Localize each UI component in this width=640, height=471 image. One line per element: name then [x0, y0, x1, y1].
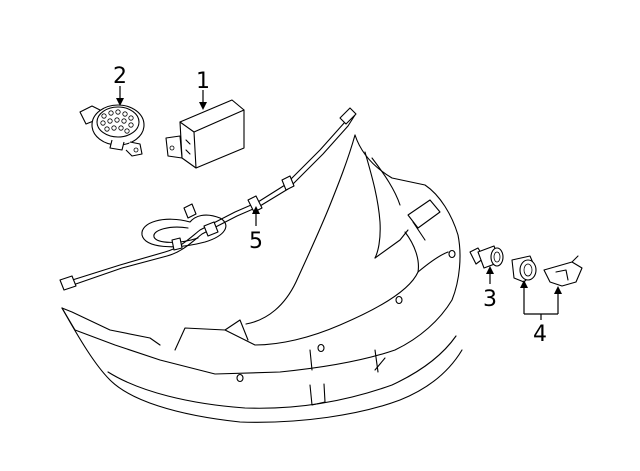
callout-4: 4 [533, 322, 547, 347]
control-module-icon [165, 99, 245, 169]
callout-3-arrow [486, 266, 494, 284]
sensor-bracket-icon [511, 255, 583, 287]
bumper-cover-icon [61, 134, 463, 423]
callout-2: 2 [113, 64, 127, 89]
callout-5: 5 [249, 229, 263, 254]
speaker-icon [79, 104, 145, 157]
callout-1-arrow [199, 90, 207, 110]
callout-2-arrow [116, 86, 124, 106]
sensor-icon [469, 245, 504, 269]
callout-4-arrows [520, 280, 562, 320]
callout-5-arrow [252, 206, 260, 226]
callout-3: 3 [483, 287, 497, 312]
callout-1: 1 [196, 69, 210, 94]
wiring-harness-icon [59, 107, 357, 291]
